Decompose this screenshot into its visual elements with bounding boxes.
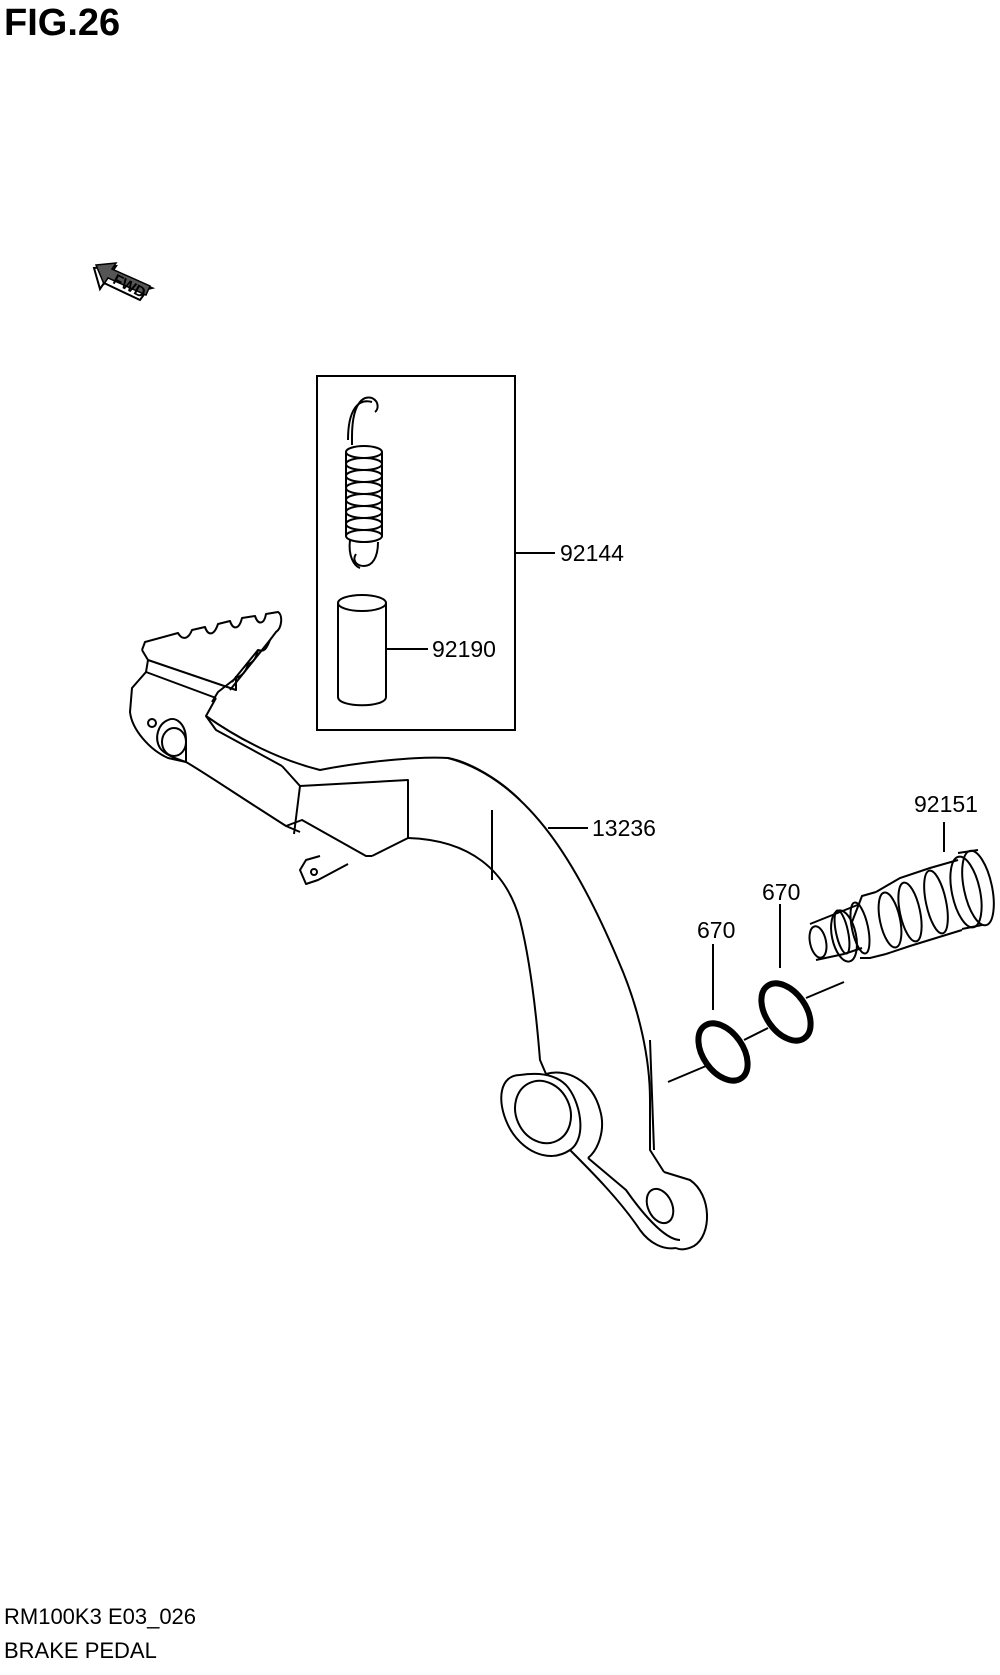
brake-pedal-part [129,611,708,1251]
o-ring-inner-part [695,1020,751,1084]
part-label-92151: 92151 [914,791,978,817]
part-label-92144: 92144 [560,540,624,566]
part-label-92190: 92190 [432,636,496,662]
o-ring-outer-part [758,980,814,1044]
fwd-arrow-icon: FWD [92,262,156,302]
figure-title: FIG.26 [4,2,121,44]
part-label-13236: 13236 [592,815,656,841]
kit-box [316,375,516,731]
diagram-code: RM100K3 E03_026 [4,1604,197,1629]
collar-part [337,594,387,707]
assembly-axis-line [667,981,845,1083]
spring-part [345,396,383,569]
part-label-670-outer: 670 [762,879,800,905]
part-label-670-inner: 670 [697,917,735,943]
diagram-name: BRAKE PEDAL [4,1638,157,1663]
fwd-label: FWD [110,271,148,302]
pivot-shaft-part [808,849,995,963]
